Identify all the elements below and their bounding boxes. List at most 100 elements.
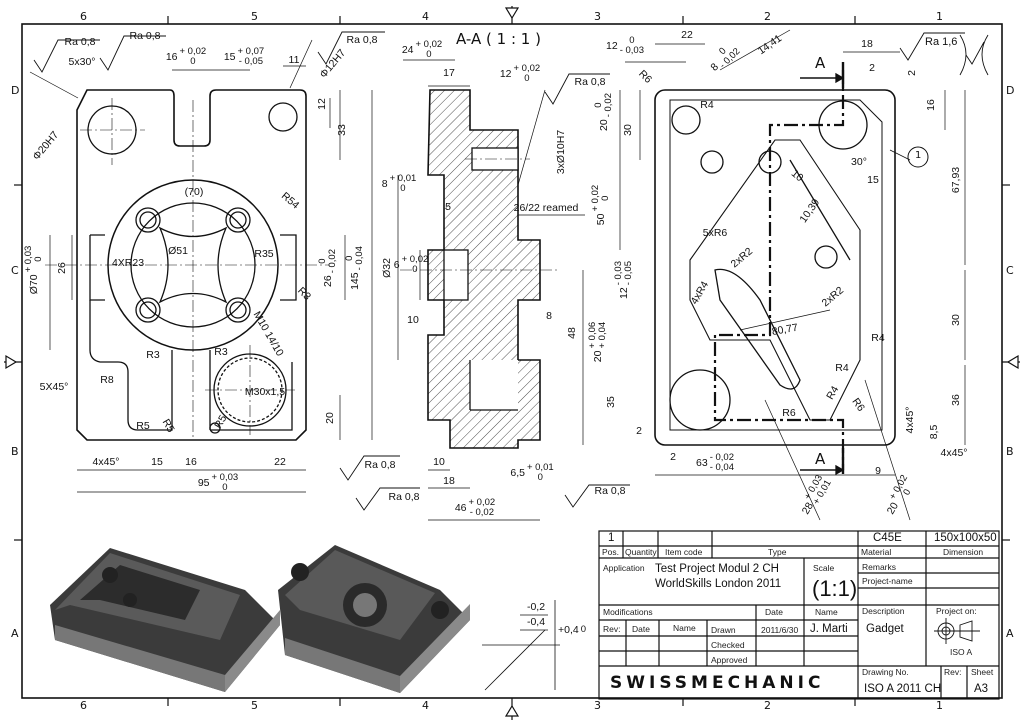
dimension-value: 4x45° (92, 455, 120, 468)
dimension-d20s: 20+ 0,06+ 0,04 (587, 322, 608, 363)
dimension-value: -0,2 (526, 600, 546, 613)
dimension-value: Ra 0,8 (64, 35, 96, 48)
dimension-value: 48 (565, 327, 578, 339)
dimension-d48: 48 (565, 327, 578, 339)
dimension-r35: R35 (254, 249, 273, 260)
dimension-value: 12 (499, 67, 512, 80)
tolerance-upper: + 0,01 (526, 462, 554, 474)
material-value: C45E (873, 532, 902, 544)
dimension-value: 5 (445, 200, 451, 213)
dimension-ra6: Ra 0,8 (575, 77, 606, 88)
grid-row-b: B (11, 445, 19, 458)
tolerance-upper: - 0,02 (709, 452, 734, 464)
dimension-value: 63 (696, 456, 708, 469)
dimension-ch4x45l: 4x45° (93, 457, 120, 468)
grid-row-c-right: C (1006, 264, 1014, 277)
dimension-d17: 17 (443, 68, 455, 79)
grid-col-2: 2 (764, 10, 771, 23)
dimension-ra2: Ra 0,8 (130, 31, 161, 42)
tolerance-lower: 0 (190, 56, 196, 67)
description-value: Gadget (866, 623, 904, 635)
dimension-ra7: Ra 0,8 (595, 486, 626, 497)
tolerance-lower: 0 (600, 195, 611, 201)
dimension-d18b: 18 (443, 476, 455, 487)
dimension-value: 20 (591, 350, 604, 363)
dimension-d70: (70) (185, 187, 204, 198)
grid-row-a: A (11, 627, 19, 640)
dimension-value: R4 (835, 361, 849, 374)
tolerance-lower: 0 (524, 73, 530, 84)
item-balloon: 1 (915, 150, 922, 161)
label-application: Application (603, 563, 645, 573)
grid-row-c: C (11, 264, 19, 277)
dimension-ra4: Ra 0,8 (365, 460, 396, 471)
dimension-value: Ø32 (380, 258, 393, 278)
section-view-a-a (397, 59, 585, 521)
dimension-value: 20 (323, 412, 336, 424)
dimension-a30: 30° (851, 157, 867, 168)
tolerance: - 0,03- 0,05 (613, 261, 634, 285)
dimension-value: R5 (136, 419, 150, 432)
grid-col-1-bottom: 1 (936, 699, 943, 712)
dimension-d16r: 16 (925, 99, 937, 111)
tolerance: + 0,07- 0,05 (238, 47, 265, 67)
company-logo: SWISSMECHANIC (610, 673, 825, 693)
pos-value: 1 (608, 532, 615, 544)
label-rev: Rev: (603, 624, 621, 634)
title-block-grid (598, 530, 1000, 700)
dimension-d35: 35 (605, 396, 617, 408)
tolerance-upper: + 0,02 (401, 254, 429, 266)
dimension-r23: 4XR23 (112, 258, 144, 269)
tolerance-upper: + 0,02 (513, 63, 541, 75)
tolerance-upper: 0 (629, 35, 635, 47)
dimension-value: 2 (905, 70, 918, 76)
isometric-view-2 (278, 545, 470, 693)
dimension-value: R4 (700, 98, 714, 111)
dimension-value: 26 (55, 262, 68, 274)
dimension-value: 3xØ10H7 (554, 129, 567, 175)
dimension-value: 12 (315, 98, 328, 110)
dimension-value: Ra 0,8 (388, 490, 420, 503)
tolerance-lower: - 0,04 (709, 462, 734, 473)
tolerance-lower: - 0,05 (238, 56, 263, 67)
dimension-value: 30° (851, 155, 867, 168)
dimension-value: -0,4 (526, 615, 546, 628)
dimension-d20l: 20 (323, 412, 336, 424)
dimension-d10b: 10 (433, 457, 445, 468)
label-date: Date (765, 607, 783, 617)
grid-col-4-bottom: 4 (422, 699, 429, 712)
dimension-value: 9 (875, 464, 881, 477)
grid-col-4: 4 (422, 10, 429, 23)
dimension-d30a: 30 (622, 124, 634, 136)
grid-col-6-bottom: 6 (80, 699, 87, 712)
tolerance-upper: + 0,07 (237, 46, 265, 58)
tolerance-lower: 0 (400, 183, 406, 194)
dimension-value: (70) (184, 185, 204, 198)
dimension-r3b: R3 (146, 350, 159, 361)
dimension-value: 10 (407, 313, 419, 326)
tolerance-lower: 0 (222, 482, 228, 493)
dimension-value: 17 (443, 66, 455, 79)
dimension-value: 145 (348, 272, 361, 290)
section-title: A-A ( 1 : 1 ) (456, 30, 541, 48)
dimension-d85: 8,5 (928, 425, 940, 440)
tolerance-lower: - 0,02 (603, 93, 614, 118)
grid-col-3-bottom: 3 (594, 699, 601, 712)
dimension-ch4x45r: 4x45° (941, 448, 968, 459)
tolerance-sketch (482, 600, 560, 691)
dimension-d16b: 16 (185, 457, 197, 468)
dimension-value: Ra 0,8 (346, 33, 378, 46)
tolerance: 0- 0,03 (620, 36, 644, 56)
dimension-value: 6,5 (510, 466, 525, 479)
dimension-value: R35 (254, 247, 274, 260)
tolerance-upper: + 0,02 (415, 39, 443, 51)
dimension-r4c: R4 (835, 363, 848, 374)
dimension-value: 10 (433, 455, 445, 468)
dimension-value: R4 (871, 331, 885, 344)
tolerance-upper: + 0,02 (179, 46, 207, 58)
